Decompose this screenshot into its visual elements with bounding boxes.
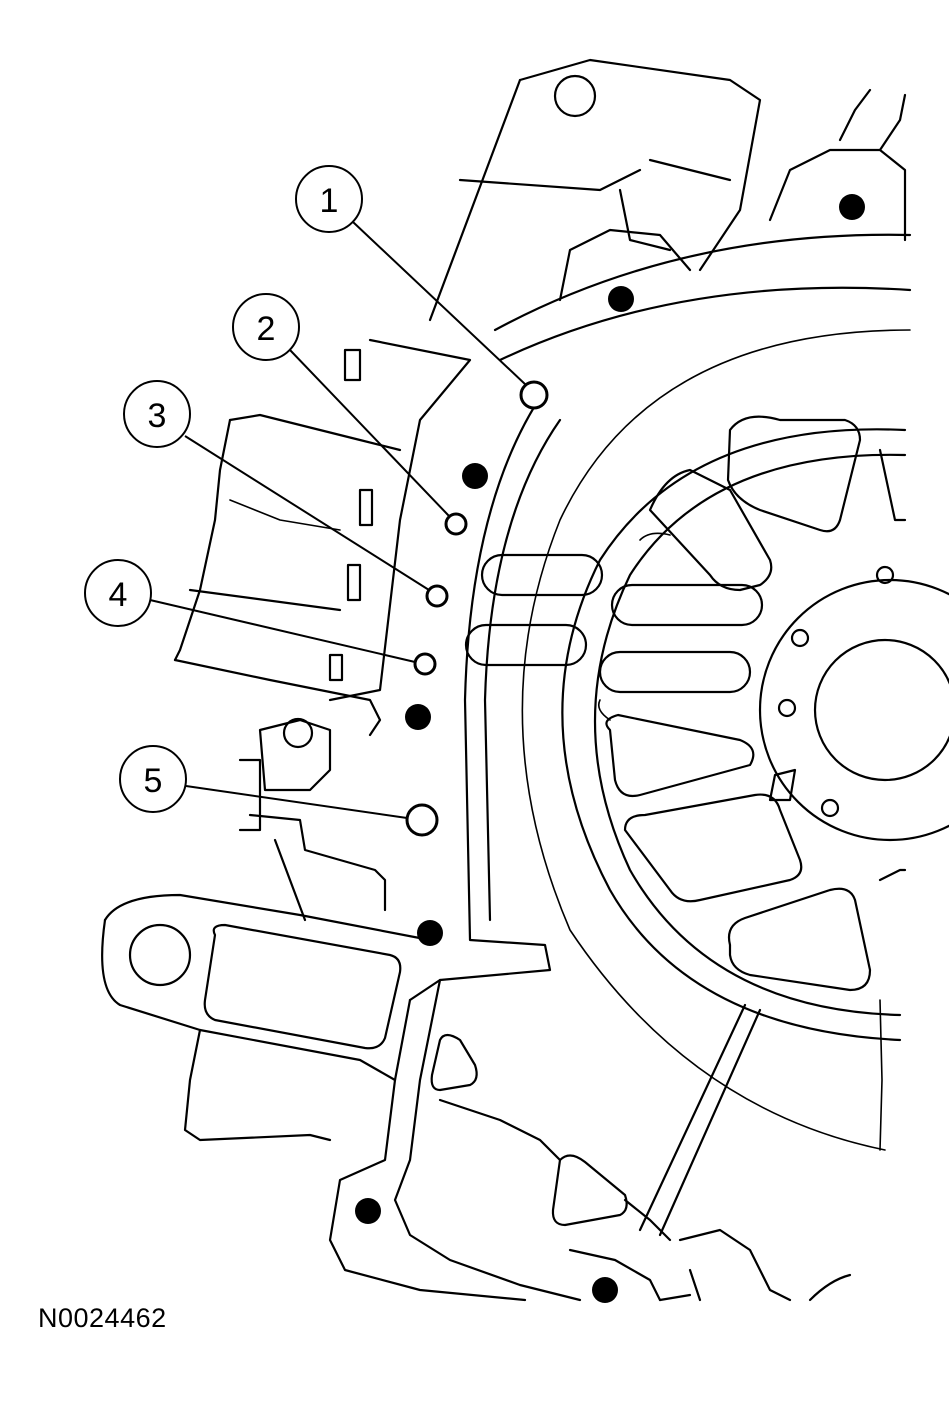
port-1 <box>519 380 549 410</box>
callout-2: 2 <box>232 293 450 517</box>
callout-1: 1 <box>295 165 527 386</box>
callout-2-label: 2 <box>257 310 276 348</box>
callout-3: 3 <box>123 380 430 591</box>
callout-3-leader <box>184 435 430 591</box>
case-housing <box>101 58 912 1302</box>
port-4 <box>413 652 437 676</box>
callout-1-label: 1 <box>320 182 339 220</box>
bolt-5 <box>417 920 443 946</box>
bolt-2 <box>608 286 634 312</box>
callout-5: 5 <box>119 745 408 819</box>
bolt-4 <box>405 704 431 730</box>
mounting-bolts <box>355 194 865 1303</box>
callout-5-label: 5 <box>144 762 163 800</box>
callout-2-leader <box>289 349 450 517</box>
ports <box>405 380 549 837</box>
callout-2-circle <box>232 293 300 361</box>
port-2 <box>444 512 468 536</box>
callout-4: 4 <box>84 559 416 663</box>
bolt-6 <box>355 1198 381 1224</box>
callout-1-leader <box>352 221 527 386</box>
callout-4-leader <box>149 599 416 663</box>
figure-id: N0024462 <box>38 1303 167 1333</box>
callout-5-circle <box>119 745 187 813</box>
callout-4-circle <box>84 559 152 627</box>
bolt-7 <box>592 1277 618 1303</box>
spoked-hub <box>464 329 949 1151</box>
port-5 <box>405 803 439 837</box>
callout-3-circle <box>123 380 191 448</box>
callout-4-label: 4 <box>109 576 128 614</box>
bolt-3 <box>462 463 488 489</box>
callout-5-leader <box>185 785 408 819</box>
bolt-1 <box>839 194 865 220</box>
port-3 <box>425 584 449 608</box>
callout-1-circle <box>295 165 363 233</box>
callout-3-label: 3 <box>148 397 167 435</box>
